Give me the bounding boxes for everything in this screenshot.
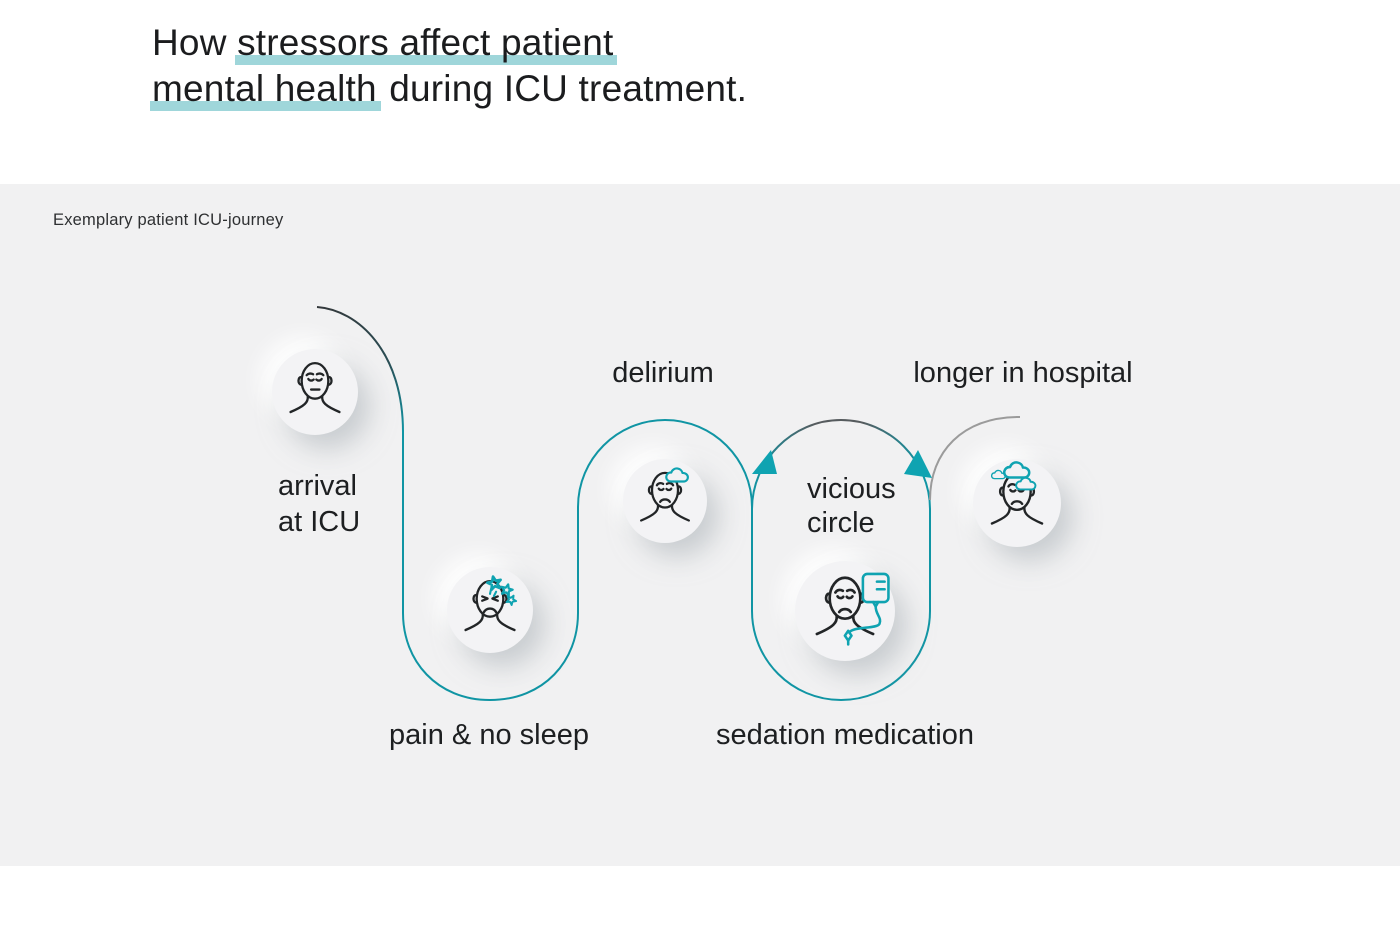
loop-arrow-left-icon	[752, 450, 777, 474]
sedation-label: sedation medication	[716, 719, 974, 751]
title-text-pre: How	[152, 22, 238, 63]
loop-arrow-right-icon	[904, 450, 932, 478]
vicious-label-line2: circle	[807, 507, 875, 539]
journey-panel: Exemplary patient ICU-journey	[0, 184, 1400, 866]
sad-face-with-iv-drip-icon	[815, 572, 890, 646]
journey-main-line	[402, 418, 931, 702]
title-highlight-stressors: stressors affect patient	[235, 22, 618, 65]
pain-label: pain & no sleep	[389, 719, 589, 751]
delirium-node	[623, 459, 707, 543]
title-line-1: How stressors affect patient	[152, 20, 747, 66]
longer-in-hospital-node	[973, 459, 1061, 547]
sedation-node	[795, 561, 895, 661]
vicious-label-line1: vicious	[807, 473, 896, 505]
page-title: How stressors affect patient mental heal…	[150, 20, 748, 112]
arrival-label-line1: arrival	[278, 470, 357, 502]
sad-face-with-storm-clouds-icon	[990, 461, 1044, 525]
journey-start-line	[316, 306, 404, 433]
arrival-label-line2: at ICU	[278, 506, 361, 538]
journey-path-svg	[316, 306, 1021, 702]
sad-face-with-cloud-icon	[640, 467, 690, 522]
title-highlight-mental-health: mental health	[150, 68, 381, 111]
vicious-circle-label: vicious circle	[807, 472, 896, 540]
delirium-label: delirium	[612, 357, 714, 389]
pained-face-with-stars-icon	[464, 573, 519, 632]
longer-in-hospital-label: longer in hospital	[913, 357, 1133, 389]
title-text-post: during ICU treatment.	[378, 68, 748, 109]
journey-caption: Exemplary patient ICU-journey	[53, 211, 284, 229]
discharge-line	[929, 416, 1021, 501]
title-line-2: mental health during ICU treatment.	[150, 66, 748, 112]
arrival-node	[272, 349, 358, 435]
pain-node	[447, 567, 533, 653]
calm-patient-face-icon	[289, 361, 341, 414]
arrival-label: arrival at ICU	[278, 468, 360, 540]
